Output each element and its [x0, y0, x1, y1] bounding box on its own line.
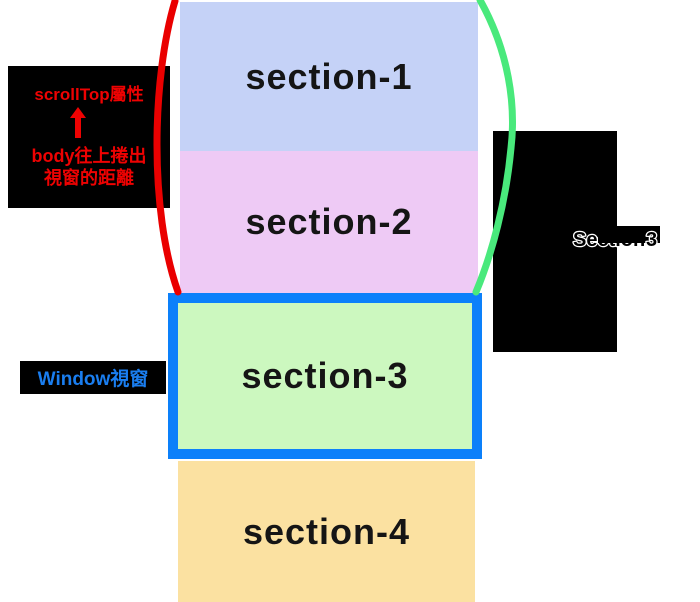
window-annotation-box: Window視窗: [20, 361, 166, 394]
section-4-label: section-4: [242, 510, 411, 552]
scrolltop-title: scrollTop屬性: [34, 85, 144, 104]
section-2-block: section-2: [180, 151, 478, 293]
scrolltop-desc-line1: body往上捲出: [31, 146, 147, 166]
red-brace-curve: [153, 0, 182, 296]
label-occlusion-bar: [598, 226, 660, 243]
scrolltop-annotation-box: scrollTop屬性 body往上捲出 視窗的距離: [8, 66, 170, 208]
scrolltop-desc-line2: 視窗的距離: [44, 168, 134, 188]
section-3-label: section-3: [241, 355, 409, 396]
green-brace-curve: [472, 0, 516, 296]
right-annotation-label-tail: 3: [646, 229, 657, 251]
window-viewport-frame: section-3: [168, 293, 482, 459]
section-4-block: section-4: [178, 461, 475, 602]
right-annotation-label-group: Section3 3: [572, 226, 660, 252]
section-1-block: section-1: [180, 2, 478, 151]
section-1-label: section-1: [245, 55, 413, 97]
window-label: Window視窗: [37, 369, 149, 390]
up-arrow-icon: [70, 107, 86, 138]
section-2-label: section-2: [245, 201, 413, 242]
right-annotation-box: [493, 131, 617, 352]
